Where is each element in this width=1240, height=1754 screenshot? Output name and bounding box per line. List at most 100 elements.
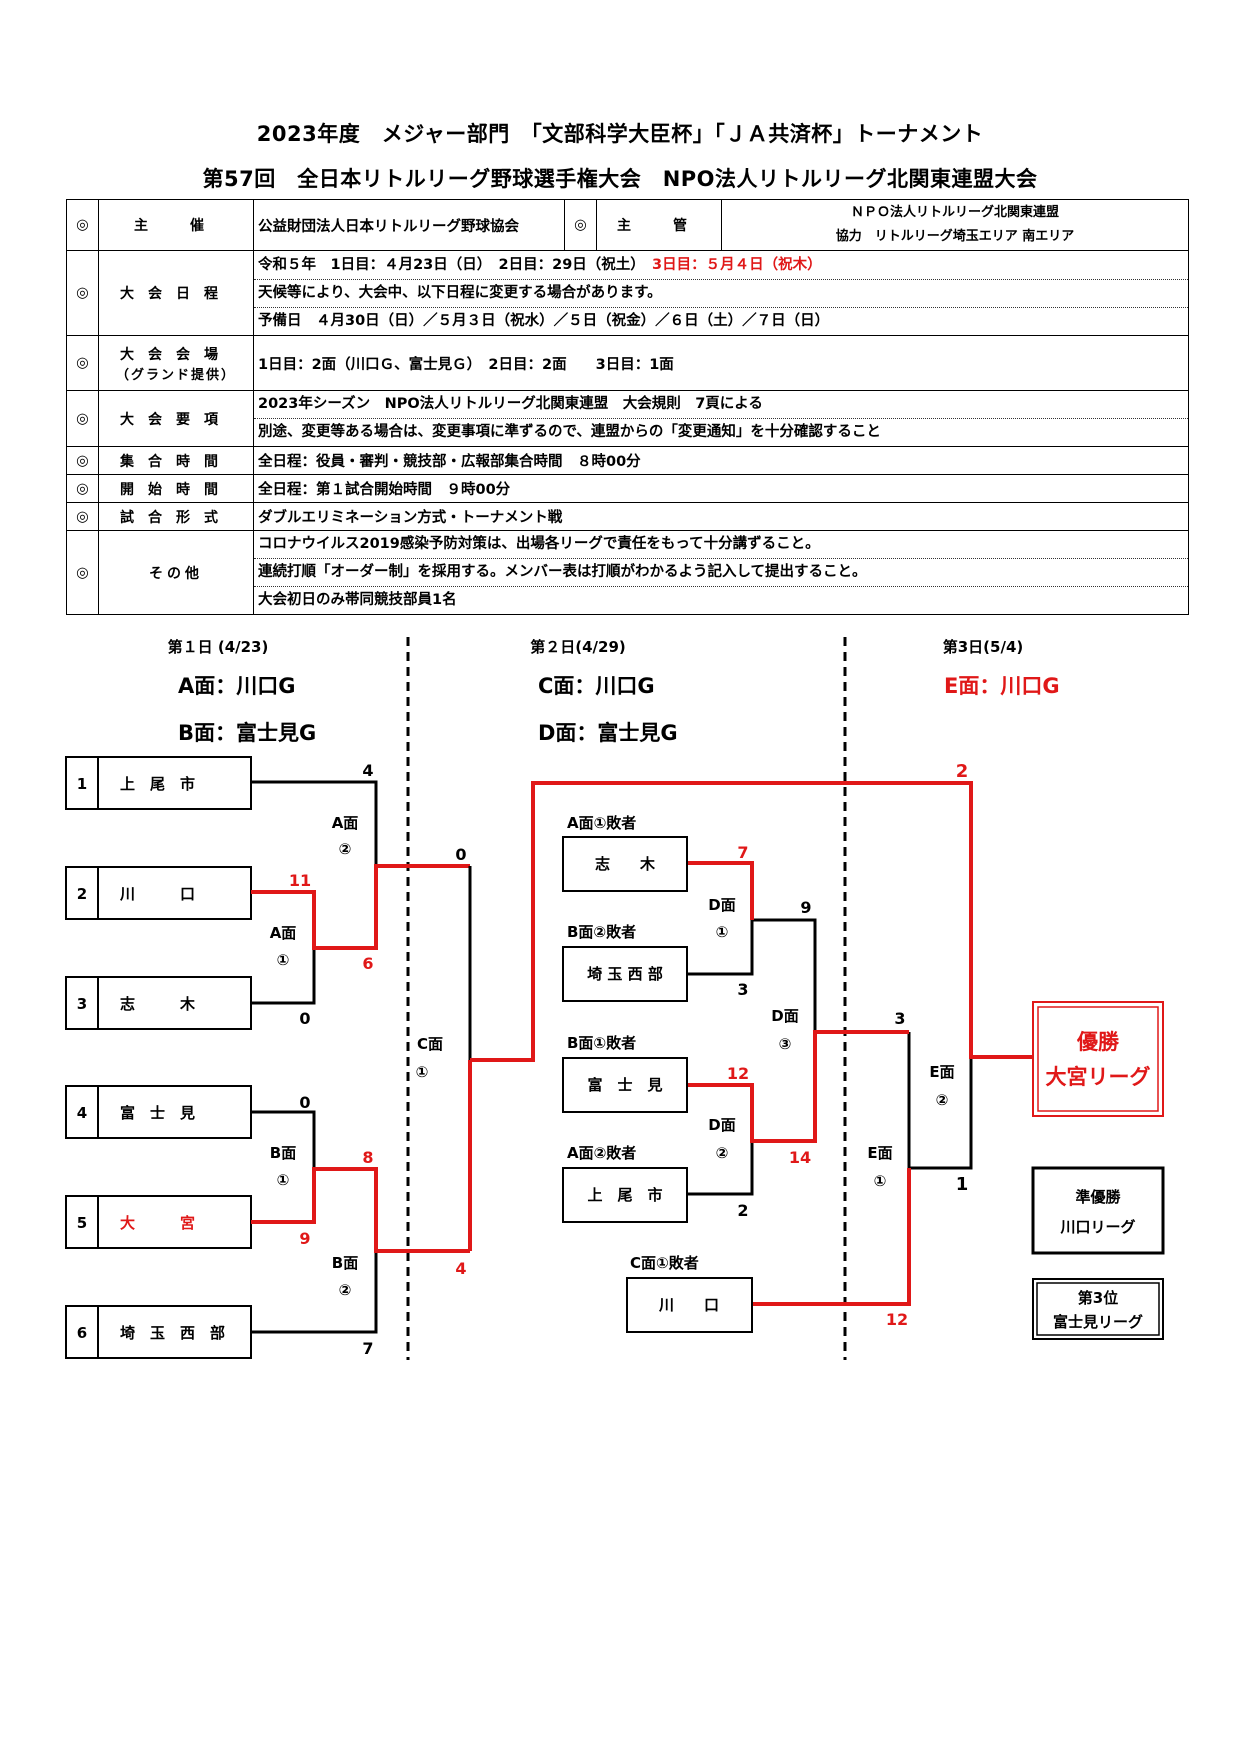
third-place-box: 第3位 富士見リーグ [1032, 1278, 1164, 1340]
venue-label-main: 大会会場 [120, 346, 232, 363]
row-venue: ◎ 大会会場（グランド提供） 1日目：2面（川口Ｇ、富士見Ｇ） 2日目：2面 3… [66, 335, 1189, 391]
row-host: ◎ 主 催 公益財団法人日本リトルリーグ野球協会 ◎ 主 管 ＮＰＯ法人リトルリ… [66, 199, 1189, 251]
score: 7 [362, 1339, 373, 1358]
score: 7 [737, 843, 748, 862]
loser-name: 上 尾 市 [587, 1186, 662, 1204]
score: 0 [299, 1009, 310, 1028]
game-b2-number: ② [339, 1281, 352, 1299]
team-number: 3 [77, 995, 87, 1013]
field-a: A面：川口G [178, 674, 296, 698]
mark: ◎ [66, 250, 99, 336]
row-format: ◎ 試合形式 ダブルエリミネーション方式・トーナメント戦 [66, 502, 1189, 531]
venue-label: 大会会場 （グランド提供） [98, 335, 254, 391]
champion-team: 大宮リーグ [1046, 1065, 1151, 1089]
loser-box-2: B面②敗者 埼 玉 西 部 [562, 923, 688, 1002]
score: 3 [737, 980, 748, 999]
team-6: 6 埼 玉 西 部 [65, 1305, 252, 1359]
game-b2: B面 [332, 1254, 358, 1272]
format-label: 試合形式 [98, 502, 254, 531]
team-name: 富 士 見 [120, 1104, 195, 1122]
manage-value-2: 協力 リトルリーグ埼玉エリア 南エリア [835, 229, 1075, 244]
host-value: 公益財団法人日本リトルリーグ野球協会 [253, 199, 565, 251]
score: 9 [800, 898, 811, 917]
score: 2 [737, 1201, 748, 1220]
runner-label: 準優勝 [1075, 1188, 1121, 1206]
title-line-2: 第57回 全日本リトルリーグ野球選手権大会 NPO法人リトルリーグ北関東連盟大会 [202, 167, 1038, 191]
schedule-line-3: 予備日 ４月30日（日）／５月３日（祝水）／５日（祝金）／６日（土）／７日（日） [254, 306, 1188, 335]
score: 2 [956, 761, 969, 782]
team-number: 1 [77, 775, 87, 793]
title-line-1: 2023年度 メジャー部門 「文部科学大臣杯」「ＪＡ共済杯」トーナメント [256, 122, 984, 146]
score: 8 [362, 1148, 373, 1167]
game-d2-number: ② [716, 1144, 729, 1162]
schedule-line-2: 天候等により、大会中、以下日程に変更する場合があります。 [254, 278, 1188, 307]
loser-name: 志 木 [595, 855, 656, 873]
game-c1: C面 [417, 1035, 443, 1053]
game-d2: D面 [708, 1116, 735, 1134]
mark: ◎ [66, 446, 99, 475]
rules-line-2: 別途、変更等ある場合は、変更事項に準ずるので、連盟からの「変更通知」を十分確認す… [254, 418, 1188, 446]
mark: ◎ [66, 199, 99, 251]
third-team: 富士見リーグ [1053, 1313, 1143, 1331]
loser-label: A面②敗者 [567, 1144, 636, 1162]
score: 3 [894, 1009, 905, 1028]
game-a1: A面 [270, 924, 297, 942]
team-4: 4 富 士 見 [65, 1085, 252, 1139]
team-number: 2 [77, 885, 87, 903]
game-e1: E面 [867, 1144, 892, 1162]
schedule-dates: 令和５年 1日目：４月23日（日） 2日目：29日（祝土） [258, 256, 653, 273]
third-label: 第3位 [1078, 1289, 1118, 1307]
team-name: 上 尾 市 [120, 775, 195, 793]
manage-value: ＮＰＯ法人リトルリーグ北関東連盟 協力 リトルリーグ埼玉エリア 南エリア [721, 199, 1189, 251]
mark: ◎ [66, 474, 99, 503]
row-schedule: ◎ 大会日程 令和５年 1日目：４月23日（日） 2日目：29日（祝土） 3日目… [66, 250, 1189, 336]
team-name: 埼 玉 西 部 [120, 1324, 225, 1342]
game-e2: E面 [929, 1063, 954, 1081]
schedule-day3: 3日目：５月４日（祝木） [652, 256, 822, 273]
field-b: B面：富士見G [178, 721, 316, 745]
team-1: 1 上 尾 市 [65, 756, 252, 810]
score: 12 [886, 1310, 908, 1329]
loser-box-5: C面①敗者 川 口 [626, 1254, 753, 1333]
schedule-value: 令和５年 1日目：４月23日（日） 2日目：29日（祝土） 3日目：５月４日（祝… [253, 250, 1189, 336]
score: 4 [362, 761, 373, 780]
rules-line-1: 2023年シーズン NPO法人リトルリーグ北関東連盟 大会規則 7頁による [258, 396, 763, 412]
score: 6 [362, 954, 373, 973]
field-c: C面：川口G [538, 674, 655, 698]
loser-label: B面②敗者 [567, 923, 636, 941]
day2-lines [687, 918, 973, 1196]
team-name: 志 木 [120, 995, 196, 1013]
day3-heading: 第3日(5/4) [943, 638, 1024, 656]
day2-winner-lines [470, 781, 1033, 1306]
other-line-3: 大会初日のみ帯同競技部員1名 [254, 586, 1188, 614]
field-d: D面：富士見G [538, 721, 678, 745]
score: 0 [299, 1093, 310, 1112]
schedule-line-1: 令和５年 1日目：４月23日（日） 2日目：29日（祝土） 3日目：５月４日（祝… [254, 252, 1188, 279]
game-b1-number: ① [277, 1171, 290, 1189]
game-e2-number: ② [936, 1091, 949, 1109]
format-value: ダブルエリミネーション方式・トーナメント戦 [253, 502, 1189, 531]
game-a1-number: ① [277, 951, 290, 969]
row-other: ◎ その他 コロナウイルス2019感染予防対策は、出場各リーグで責任をもって十分… [66, 530, 1189, 615]
loser-box-4: A面②敗者 上 尾 市 [562, 1144, 688, 1223]
team-5: 5 大 宮 [65, 1195, 252, 1249]
runner-team: 川口リーグ [1059, 1218, 1135, 1236]
team-2: 2 川 口 [65, 866, 252, 920]
row-gather: ◎ 集合時間 全日程：役員・審判・競技部・広報部集合時間 ８時00分 [66, 446, 1189, 475]
day2-heading: 第２日(4/29) [530, 638, 626, 656]
score: 9 [299, 1229, 310, 1248]
other-line-2: 連続打順「オーダー制」を採用する。メンバー表は打順がわかるよう記入して提出するこ… [254, 558, 1188, 586]
score: 1 [956, 1174, 969, 1195]
game-d1: D面 [708, 896, 735, 914]
row-rules: ◎ 大会要項 2023年シーズン NPO法人リトルリーグ北関東連盟 大会規則 7… [66, 390, 1189, 447]
game-labels: A面 ② A面 ① B面 ① B面 ② C面 ① D面 ① D面 ② D面 ③ … [270, 814, 955, 1299]
game-c1-number: ① [416, 1063, 429, 1081]
loser-box-1: A面①敗者 志 木 [562, 814, 688, 892]
venue-label-sub: （グランド提供） [115, 367, 236, 383]
team-number: 4 [77, 1104, 87, 1122]
other-line-1: コロナウイルス2019感染予防対策は、出場各リーグで責任をもって十分講ずること。 [258, 536, 820, 552]
loser-name: 埼 玉 西 部 [587, 965, 663, 983]
team-name: 大 宮 [120, 1214, 195, 1232]
champion-box: 優勝 大宮リーグ [1032, 1001, 1164, 1117]
